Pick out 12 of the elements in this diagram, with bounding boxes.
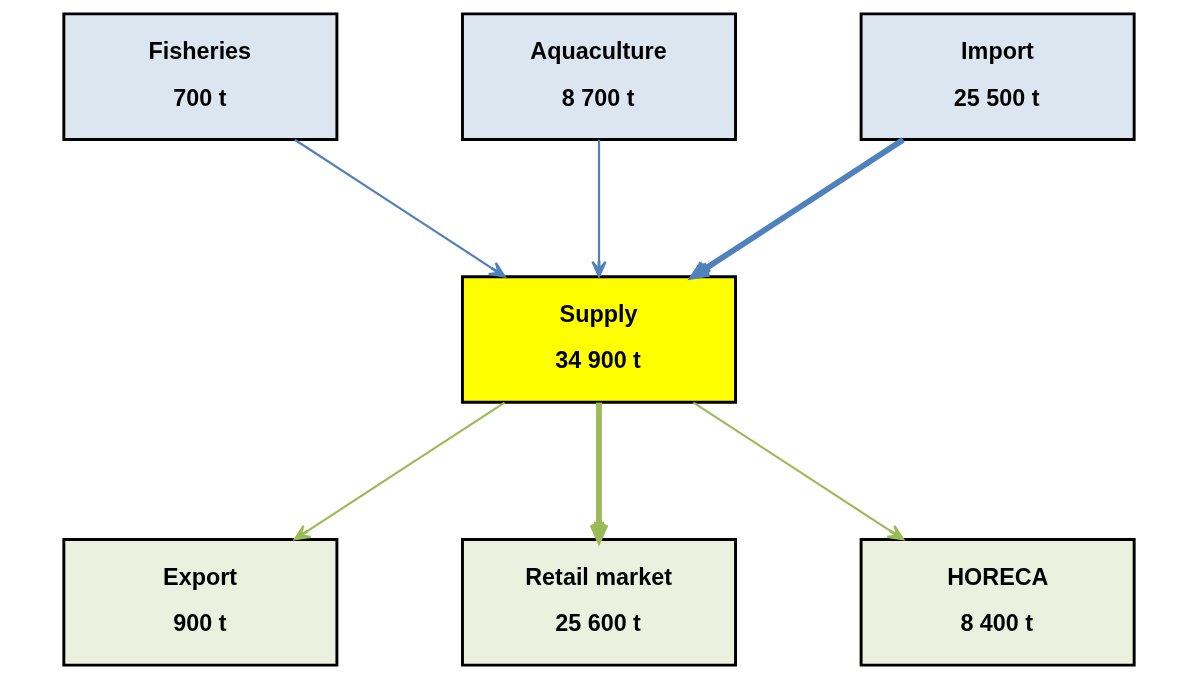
node-box: Retail market 25 600 t	[460, 538, 737, 667]
arrow	[692, 401, 904, 541]
node-box: Import 25 500 t	[859, 12, 1136, 141]
node-box: Aquaculture 8 700 t	[460, 12, 737, 141]
node-box: Export 900 t	[61, 538, 338, 667]
node-box: Supply 34 900 t	[460, 275, 737, 404]
arrow	[689, 137, 905, 280]
arrow	[293, 401, 505, 541]
arrow	[293, 138, 506, 278]
arrow	[590, 139, 607, 278]
node-box: Fisheries 700 t	[61, 12, 338, 141]
node-box: HORECA 8 400 t	[859, 538, 1136, 667]
